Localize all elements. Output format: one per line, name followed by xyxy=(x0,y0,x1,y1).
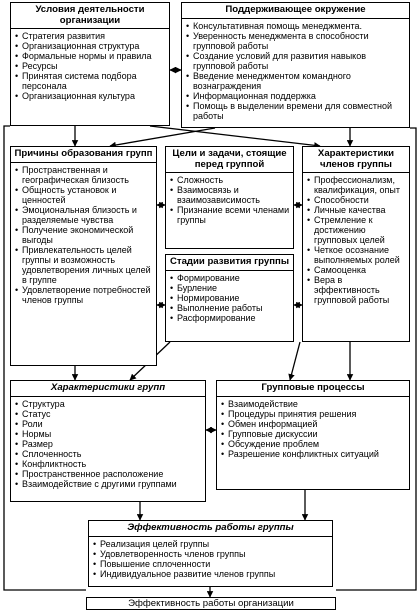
list-item: Групповые дискуссии xyxy=(221,429,406,439)
list-item: Обсуждение проблем xyxy=(221,439,406,449)
goals-list: Сложность Взаимосвязь и взаимозависимост… xyxy=(166,173,293,227)
list-item: Вера в эффективность групповой работы xyxy=(307,275,406,305)
reasons-box: Причины образования групп Пространственн… xyxy=(10,146,157,366)
list-item: Консультативная помощь менеджмента. xyxy=(186,21,406,31)
list-item: Структура xyxy=(15,399,202,409)
list-item: Индивидуальное развитие членов группы xyxy=(93,569,329,579)
list-item: Размер xyxy=(15,439,202,449)
left-feedback-line xyxy=(3,125,10,591)
conditions-title: Условия деятельности организации xyxy=(11,3,169,29)
environment-box: Поддерживающее окружение Консультативная… xyxy=(181,2,410,128)
list-item: Удовлетворение потребностей членов групп… xyxy=(15,285,153,305)
list-item: Создание условий для развития навыков гр… xyxy=(186,51,406,71)
effectiveness-list: Реализация целей группы Удовлетворенност… xyxy=(89,537,332,581)
list-item: Нормирование xyxy=(170,293,290,303)
list-item: Бурление xyxy=(170,283,290,293)
list-item: Стремление к достижению групповых целей xyxy=(307,215,406,245)
list-item: Реализация целей группы xyxy=(93,539,329,549)
list-item: Удовлетворенность членов группы xyxy=(93,549,329,559)
group-chars-box: Характеристики групп Структура Статус Ро… xyxy=(10,380,206,502)
list-item: Разрешение конфликтных ситуаций xyxy=(221,449,406,459)
reasons-list: Пространственная и географическая близос… xyxy=(11,163,156,307)
list-item: Формальные нормы и правила xyxy=(15,51,166,61)
list-item: Взаимодействие с другими группами xyxy=(15,479,202,489)
list-item: Способности xyxy=(307,195,406,205)
list-item: Нормы xyxy=(15,429,202,439)
conditions-box: Условия деятельности организации Стратег… xyxy=(10,2,170,126)
list-item: Организационная культура xyxy=(15,91,166,101)
list-item: Самооценка xyxy=(307,265,406,275)
stages-title: Стадии развития группы xyxy=(166,255,293,271)
members-list: Профессионализм, квалификация, опыт Спос… xyxy=(303,173,409,307)
list-item: Расформирование xyxy=(170,313,290,323)
list-item: Стратегия развития xyxy=(15,31,166,41)
list-item: Сплоченность xyxy=(15,449,202,459)
list-item: Статус xyxy=(15,409,202,419)
list-item: Обмен информацией xyxy=(221,419,406,429)
effectiveness-title: Эффективность работы группы xyxy=(89,521,332,537)
arrow-conditions-members xyxy=(149,125,321,149)
conditions-list: Стратегия развития Организационная струк… xyxy=(11,29,169,103)
list-item: Введение менеджментом командного вознагр… xyxy=(186,71,406,91)
list-item: Выполнение работы xyxy=(170,303,290,313)
group-chars-list: Структура Статус Роли Нормы Размер Сплоч… xyxy=(11,397,205,491)
goals-box: Цели и задачи, стоящие перед группой Сло… xyxy=(165,146,294,249)
processes-list: Взаимодействие Процедуры принятия решени… xyxy=(217,397,409,461)
list-item: Сложность xyxy=(170,175,290,185)
list-item: Получение экономической выгоды xyxy=(15,225,153,245)
members-box: Характеристики членов группы Профессиона… xyxy=(302,146,410,342)
list-item: Процедуры принятия решения xyxy=(221,409,406,419)
list-item: Личные качества xyxy=(307,205,406,215)
list-item: Признание всеми членами группы xyxy=(170,205,290,225)
list-item: Общность установок и ценностей xyxy=(15,185,153,205)
list-item: Конфликтность xyxy=(15,459,202,469)
list-item: Помощь в выделении времени для совместно… xyxy=(186,101,406,121)
organization-effectiveness-box: Эффективность работы организации xyxy=(86,597,336,610)
list-item: Ресурсы xyxy=(15,61,166,71)
list-item: Информационная поддержка xyxy=(186,91,406,101)
list-item: Организационная структура xyxy=(15,41,166,51)
list-item: Пространственное расположение xyxy=(15,469,202,479)
list-item: Пространственная и географическая близос… xyxy=(15,165,153,185)
right-feedback-line xyxy=(410,127,417,591)
goals-title: Цели и задачи, стоящие перед группой xyxy=(166,147,293,173)
group-chars-title: Характеристики групп xyxy=(11,381,205,397)
list-item: Привлекательность целей группы и возможн… xyxy=(15,245,153,285)
processes-title: Групповые процессы xyxy=(217,381,409,397)
members-title: Характеристики членов группы xyxy=(303,147,409,173)
list-item: Взаимосвязь и взаимозависимость xyxy=(170,185,290,205)
list-item: Принятая система подбора персонала xyxy=(15,71,166,91)
arrow-stages-processes xyxy=(288,341,301,381)
environment-title: Поддерживающее окружение xyxy=(182,3,409,19)
reasons-title: Причины образования групп xyxy=(11,147,156,163)
effectiveness-box: Эффективность работы группы Реализация ц… xyxy=(88,520,333,587)
list-item: Роли xyxy=(15,419,202,429)
list-item: Четкое осознание выполняемых ролей xyxy=(307,245,406,265)
list-item: Формирование xyxy=(170,273,290,283)
list-item: Эмоциональная близость и разделяемые чув… xyxy=(15,205,153,225)
arrow-environment-reasons xyxy=(109,127,216,149)
list-item: Профессионализм, квалификация, опыт xyxy=(307,175,406,195)
processes-box: Групповые процессы Взаимодействие Процед… xyxy=(216,380,410,490)
list-item: Уверенность менеджмента в способности гр… xyxy=(186,31,406,51)
list-item: Взаимодействие xyxy=(221,399,406,409)
stages-box: Стадии развития группы Формирование Бурл… xyxy=(165,254,294,342)
list-item: Повышение сплоченности xyxy=(93,559,329,569)
environment-list: Консультативная помощь менеджмента. Увер… xyxy=(182,19,409,123)
stages-list: Формирование Бурление Нормирование Выпол… xyxy=(166,271,293,325)
